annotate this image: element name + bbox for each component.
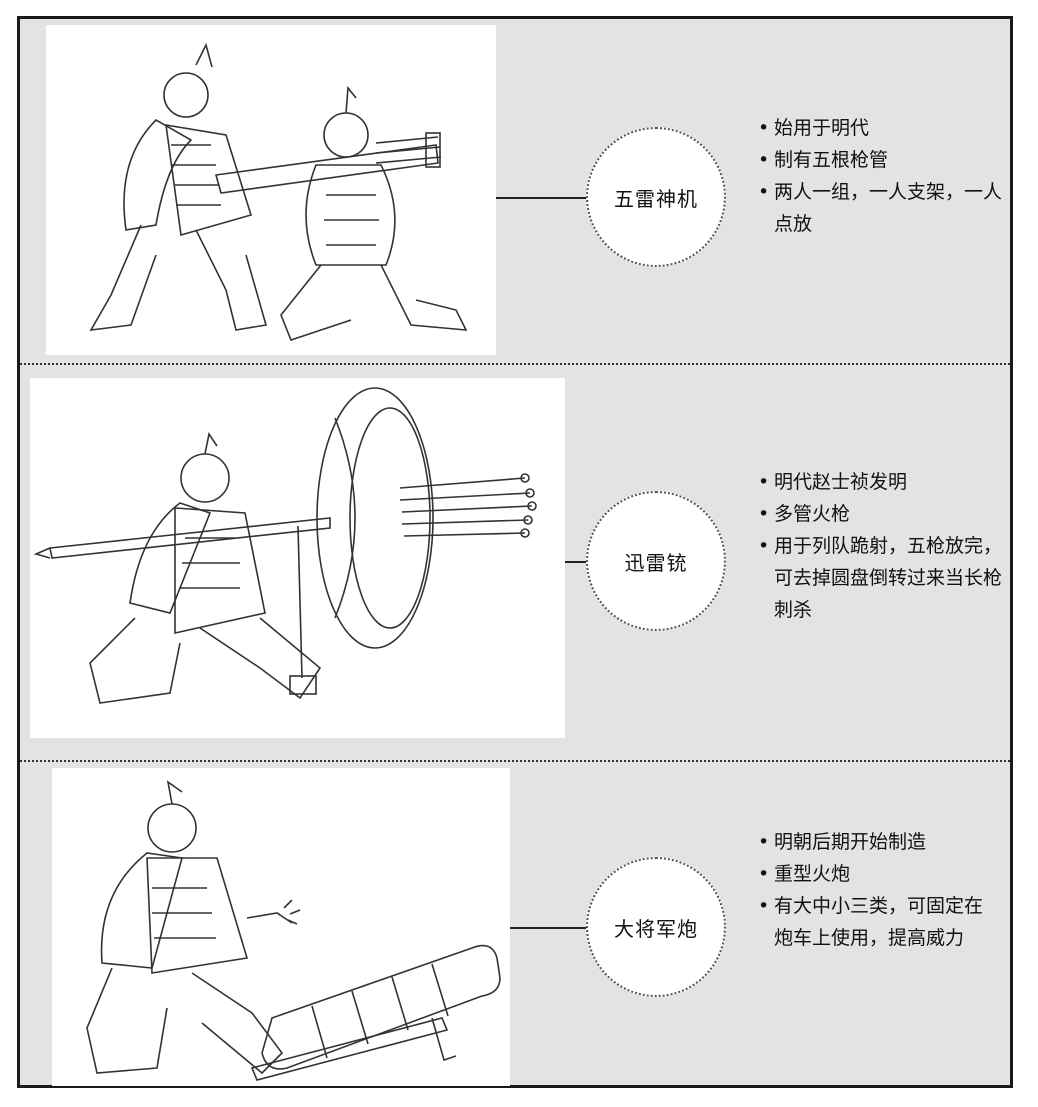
connector-line <box>510 927 588 929</box>
bullet-item: 重型火炮 <box>758 858 988 890</box>
section-divider <box>20 363 1010 365</box>
bullet-item: 始用于明代 <box>758 112 1008 144</box>
section-xunlei-chong: 迅雷铳 明代赵士祯发明 多管火枪 用于列队跪射，五枪放完，可去掉圆盘倒转过来当长… <box>20 365 1010 757</box>
section-title: 五雷神机 <box>614 186 698 211</box>
bullet-item: 制有五根枪管 <box>758 144 1008 176</box>
bullet-item: 明朝后期开始制造 <box>758 826 988 858</box>
illustration-shield-gun-soldier <box>30 378 565 738</box>
illustration-two-soldiers <box>46 25 496 355</box>
info-panel: 五雷神机 始用于明代 制有五根枪管 两人一组，一人支架，一人点放 <box>17 16 1013 1088</box>
connector-line <box>496 197 588 199</box>
section-divider <box>20 760 1010 762</box>
section-wulei-shenji: 五雷神机 始用于明代 制有五根枪管 两人一组，一人支架，一人点放 <box>20 19 1010 361</box>
illustration-cannon-soldier <box>52 768 510 1086</box>
bullet-item: 用于列队跪射，五枪放完，可去掉圆盘倒转过来当长枪刺杀 <box>758 530 1008 626</box>
section-title: 大将军炮 <box>614 916 698 941</box>
bullet-item: 有大中小三类，可固定在炮车上使用，提高威力 <box>758 890 988 954</box>
bullet-list: 始用于明代 制有五根枪管 两人一组，一人支架，一人点放 <box>758 112 1008 240</box>
section-dajiangjun-pao: 大将军炮 明朝后期开始制造 重型火炮 有大中小三类，可固定在炮车上使用，提高威力 <box>20 762 1010 1086</box>
bullet-list: 明代赵士祯发明 多管火枪 用于列队跪射，五枪放完，可去掉圆盘倒转过来当长枪刺杀 <box>758 466 1008 626</box>
bullet-item: 明代赵士祯发明 <box>758 466 1008 498</box>
title-circle: 五雷神机 <box>586 127 726 267</box>
section-title: 迅雷铳 <box>624 550 688 575</box>
title-circle: 大将军炮 <box>586 857 726 997</box>
title-circle: 迅雷铳 <box>586 491 726 631</box>
bullet-list: 明朝后期开始制造 重型火炮 有大中小三类，可固定在炮车上使用，提高威力 <box>758 826 988 954</box>
bullet-item: 两人一组，一人支架，一人点放 <box>758 176 1008 240</box>
connector-line <box>565 561 588 563</box>
bullet-item: 多管火枪 <box>758 498 1008 530</box>
